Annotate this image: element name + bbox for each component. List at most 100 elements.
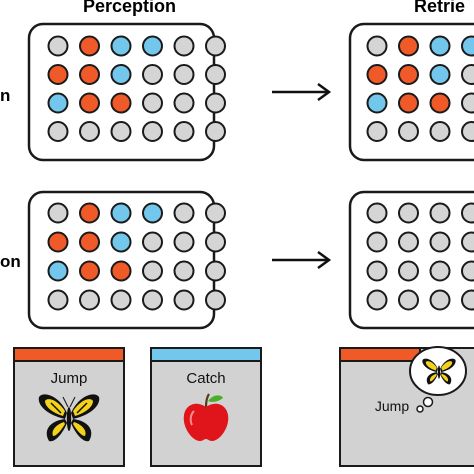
gray-dot <box>205 92 226 114</box>
blue-dot <box>110 202 132 224</box>
gray-dot <box>110 121 132 142</box>
gray-dot <box>47 289 69 311</box>
gray-dot <box>398 289 419 311</box>
gray-dot <box>461 64 474 85</box>
gray-dot <box>142 260 163 282</box>
blue-dot <box>110 231 132 253</box>
retrieval-header: Retrie <box>414 0 466 16</box>
card-color-bar <box>339 347 421 362</box>
blue-dot <box>366 92 388 114</box>
orange-dot <box>398 92 419 114</box>
gray-dot <box>47 35 69 57</box>
blue-dot <box>429 35 451 57</box>
gray-dot <box>461 289 474 311</box>
gray-dot <box>110 289 132 311</box>
gray-dot <box>461 231 474 253</box>
grid-top-retrieval <box>348 22 474 162</box>
orange-dot <box>79 260 100 282</box>
grid-bottom-retrieval <box>348 190 474 330</box>
blue-dot <box>47 92 69 114</box>
gray-dot <box>142 92 163 114</box>
orange-dot <box>366 64 388 85</box>
card-color-bar <box>13 347 125 362</box>
gray-dot <box>205 64 226 85</box>
row2-side-label: on <box>0 252 21 271</box>
orange-dot <box>79 64 100 85</box>
gray-dot <box>205 231 226 253</box>
gray-dot <box>142 121 163 142</box>
blue-dot <box>429 64 451 85</box>
grid-panel <box>27 22 216 162</box>
grid-panel <box>27 190 216 330</box>
butterfly-icon <box>422 358 456 385</box>
gray-dot <box>205 121 226 142</box>
gray-dot <box>205 260 226 282</box>
grid-top-perception <box>27 22 226 162</box>
right-arrow-icon <box>272 82 332 102</box>
butterfly-icon <box>38 394 100 442</box>
gray-dot <box>366 289 388 311</box>
orange-dot <box>429 92 451 114</box>
blue-dot <box>110 64 132 85</box>
row1-side-label: n <box>0 86 11 105</box>
gray-dot <box>366 231 388 253</box>
orange-dot <box>110 260 132 282</box>
card-word: Catch <box>186 370 225 387</box>
gray-dot <box>398 260 419 282</box>
orange-dot <box>398 35 419 57</box>
orange-dot <box>79 231 100 253</box>
card-word: Jump <box>51 370 88 387</box>
gray-dot <box>47 121 69 142</box>
gray-dot <box>461 92 474 114</box>
grid-bottom-perception <box>27 190 226 330</box>
gray-dot <box>205 289 226 311</box>
gray-dot <box>429 202 451 224</box>
gray-dot <box>173 121 195 142</box>
perception-header: Perception <box>83 0 177 16</box>
blue-dot <box>461 35 474 57</box>
gray-dot <box>79 121 100 142</box>
orange-dot <box>47 231 69 253</box>
blue-dot <box>142 202 163 224</box>
gray-dot <box>398 202 419 224</box>
card-jump: Jump <box>13 347 125 467</box>
gray-dot <box>173 260 195 282</box>
right-arrow-icon <box>272 250 332 270</box>
gray-dot <box>173 64 195 85</box>
gray-dot <box>461 121 474 142</box>
gray-dot <box>173 92 195 114</box>
gray-dot <box>79 289 100 311</box>
blue-dot <box>142 35 163 57</box>
gray-dot <box>173 231 195 253</box>
gray-dot <box>142 289 163 311</box>
card-color-bar <box>150 347 262 362</box>
gray-dot <box>366 121 388 142</box>
apple-icon <box>183 393 229 441</box>
card-jump-retrieval: Jump <box>339 346 474 467</box>
gray-dot <box>205 35 226 57</box>
gray-dot <box>429 260 451 282</box>
gray-dot <box>461 260 474 282</box>
gray-dot <box>398 121 419 142</box>
gray-dot <box>142 231 163 253</box>
gray-dot <box>366 260 388 282</box>
card-catch: Catch <box>150 347 262 467</box>
gray-dot <box>429 121 451 142</box>
gray-dot <box>398 231 419 253</box>
gray-dot <box>173 202 195 224</box>
gray-dot <box>429 231 451 253</box>
orange-dot <box>398 64 419 85</box>
gray-dot <box>461 202 474 224</box>
gray-dot <box>366 202 388 224</box>
orange-dot <box>47 64 69 85</box>
orange-dot <box>79 202 100 224</box>
gray-dot <box>429 289 451 311</box>
card-word: Jump <box>375 398 409 414</box>
blue-dot <box>110 35 132 57</box>
gray-dot <box>366 35 388 57</box>
gray-dot <box>142 64 163 85</box>
blue-dot <box>47 260 69 282</box>
gray-dot <box>173 35 195 57</box>
